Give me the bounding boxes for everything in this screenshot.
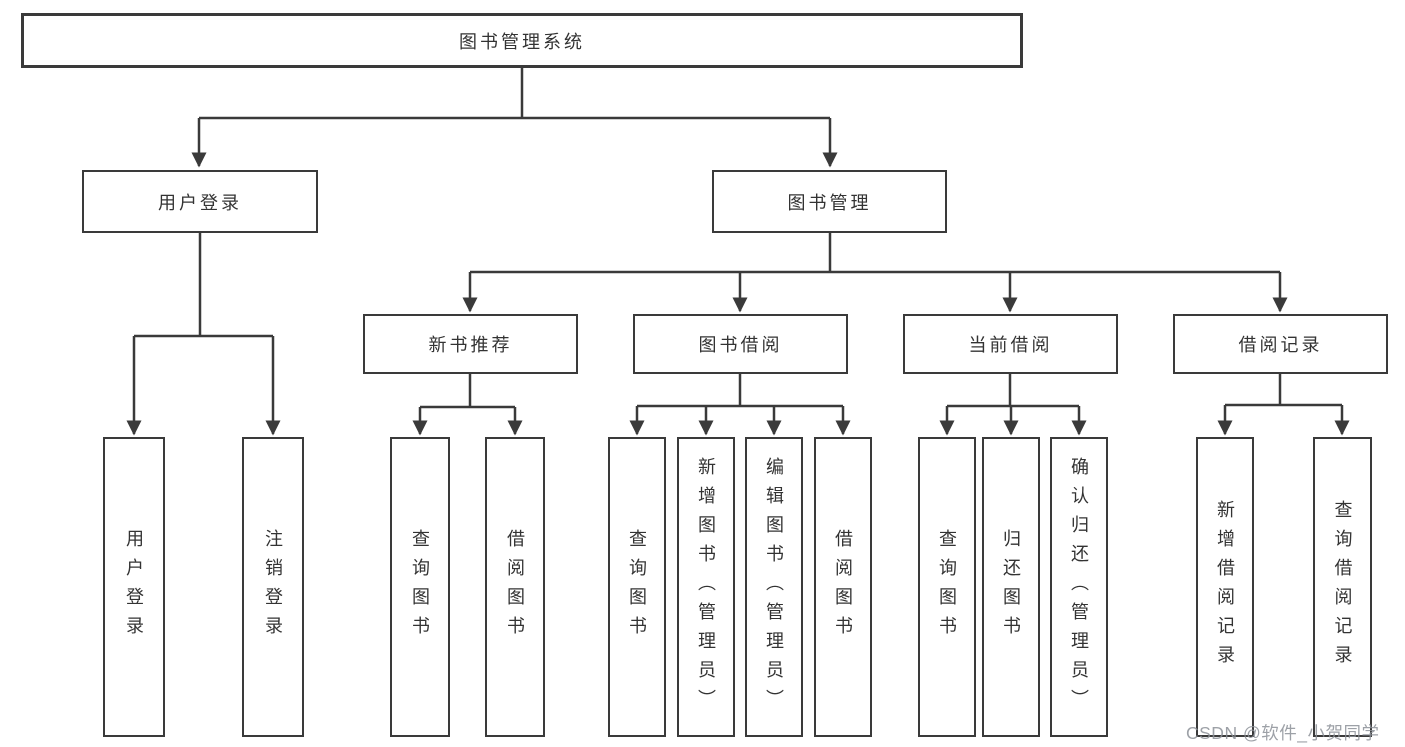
csdn-watermark: CSDN @软件_小贺同学 [1186,723,1380,743]
leaf-edit-book-admin: 编辑图书（管理员） [745,437,803,737]
leaf-confirm-return-admin: 确认归还（管理员） [1050,437,1108,737]
leaf-add-book-admin: 新增图书（管理员） [677,437,735,737]
node-user-login-label: 用户登录 [158,192,242,213]
wire-group-current-borrow [939,374,1087,436]
leaf-add-borrow-record: 新增借阅记录 [1196,437,1254,737]
node-user-login: 用户登录 [82,170,318,233]
wire-group-new-book [412,374,523,436]
wire-book-mgmt [462,233,1288,313]
node-new-book-recommend: 新书推荐 [363,314,578,374]
wire-group-book-borrow [629,374,851,436]
node-book-borrow: 图书借阅 [633,314,848,374]
wire-group-borrow-record [1217,374,1350,436]
leaf-logout: 注销登录 [242,437,304,737]
node-borrow-record: 借阅记录 [1173,314,1388,374]
wire-user-login [126,233,281,436]
node-book-mgmt: 图书管理 [712,170,947,233]
leaf-query-book-3: 查询图书 [918,437,976,737]
node-root: 图书管理系统 [21,13,1023,68]
leaf-query-borrow-record: 查询借阅记录 [1313,437,1372,737]
leaf-query-book-1: 查询图书 [390,437,450,737]
wire-root [191,68,838,168]
leaf-borrow-book-2: 借阅图书 [814,437,872,737]
node-root-label: 图书管理系统 [459,31,585,52]
leaf-query-book-2: 查询图书 [608,437,666,737]
leaf-user-login: 用户登录 [103,437,165,737]
node-current-borrow: 当前借阅 [903,314,1118,374]
leaf-return-book: 归还图书 [982,437,1040,737]
node-book-mgmt-label: 图书管理 [787,192,872,213]
leaf-borrow-book-1: 借阅图书 [485,437,545,737]
